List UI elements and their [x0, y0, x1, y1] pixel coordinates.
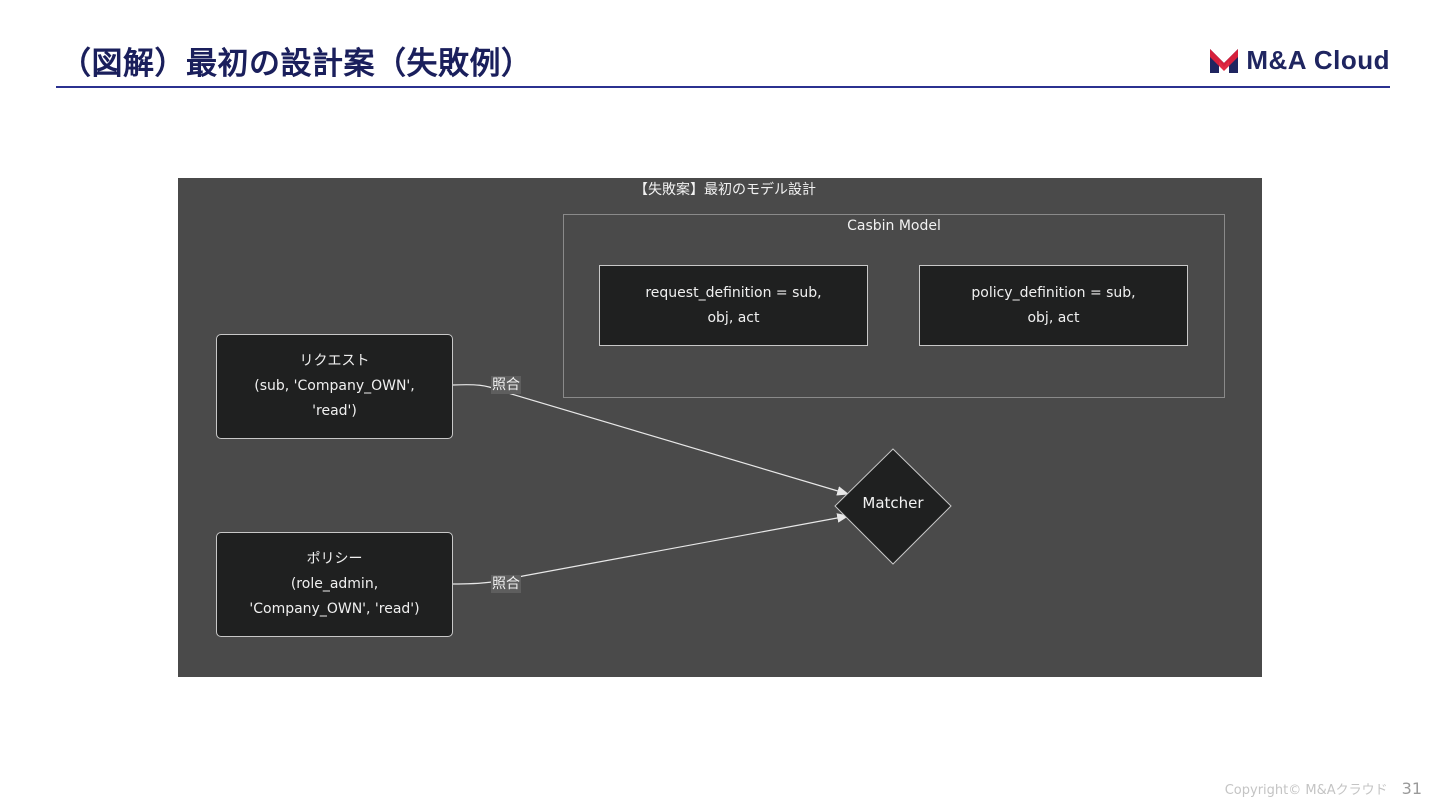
edge-request-to-matcher: [452, 384, 850, 496]
edge-label-request: 照合: [491, 376, 521, 394]
policy-node-line-3: 'Company_OWN', 'read'): [249, 601, 420, 617]
logo-mark-icon: [1210, 48, 1239, 73]
request-definition-line-2: obj, act: [707, 309, 760, 326]
matcher-node: [834, 448, 952, 565]
policy-node-line-1: ポリシー: [306, 551, 363, 567]
request-node-line-2: (sub, 'Company_OWN',: [254, 378, 415, 394]
request-definition-line-1: request_definition = sub,: [645, 284, 822, 301]
policy-node: ポリシー (role_admin, 'Company_OWN', 'read'): [216, 532, 453, 637]
cluster-label: Casbin Model: [847, 218, 941, 234]
diagram-edges: [452, 384, 952, 585]
policy-node-line-2: (role_admin,: [290, 576, 379, 592]
request-node: リクエスト (sub, 'Company_OWN', 'read'): [216, 334, 453, 439]
page-number: 31: [1401, 779, 1422, 798]
matcher-label: Matcher: [862, 494, 924, 512]
title-divider: [56, 86, 1390, 88]
request-definition-node: request_definition = sub, obj, act: [599, 265, 868, 346]
logo-text: M&A Cloud: [1246, 45, 1390, 75]
diagram-title: 【失敗案】最初のモデル設計: [634, 182, 816, 198]
policy-definition-line-2: obj, act: [1027, 309, 1080, 326]
casbin-diagram: 【失敗案】最初のモデル設計 Casbin Model request_defin…: [178, 178, 1262, 677]
policy-definition-line-1: policy_definition = sub,: [971, 284, 1136, 301]
request-node-line-3: 'read'): [312, 403, 357, 419]
edge-label-policy: 照合: [491, 575, 521, 593]
slide-title: （図解）最初の設計案（失敗例）: [60, 46, 533, 82]
company-logo: M&A Cloud: [1210, 45, 1390, 76]
casbin-model-cluster: Casbin Model: [563, 214, 1225, 398]
slide-footer: Copyright© M&Aクラウド 31: [1225, 779, 1422, 798]
edge-policy-to-matcher: [452, 513, 850, 585]
request-node-line-1: リクエスト: [299, 353, 370, 369]
policy-definition-node: policy_definition = sub, obj, act: [919, 265, 1188, 346]
copyright-text: Copyright© M&Aクラウド: [1224, 783, 1388, 798]
